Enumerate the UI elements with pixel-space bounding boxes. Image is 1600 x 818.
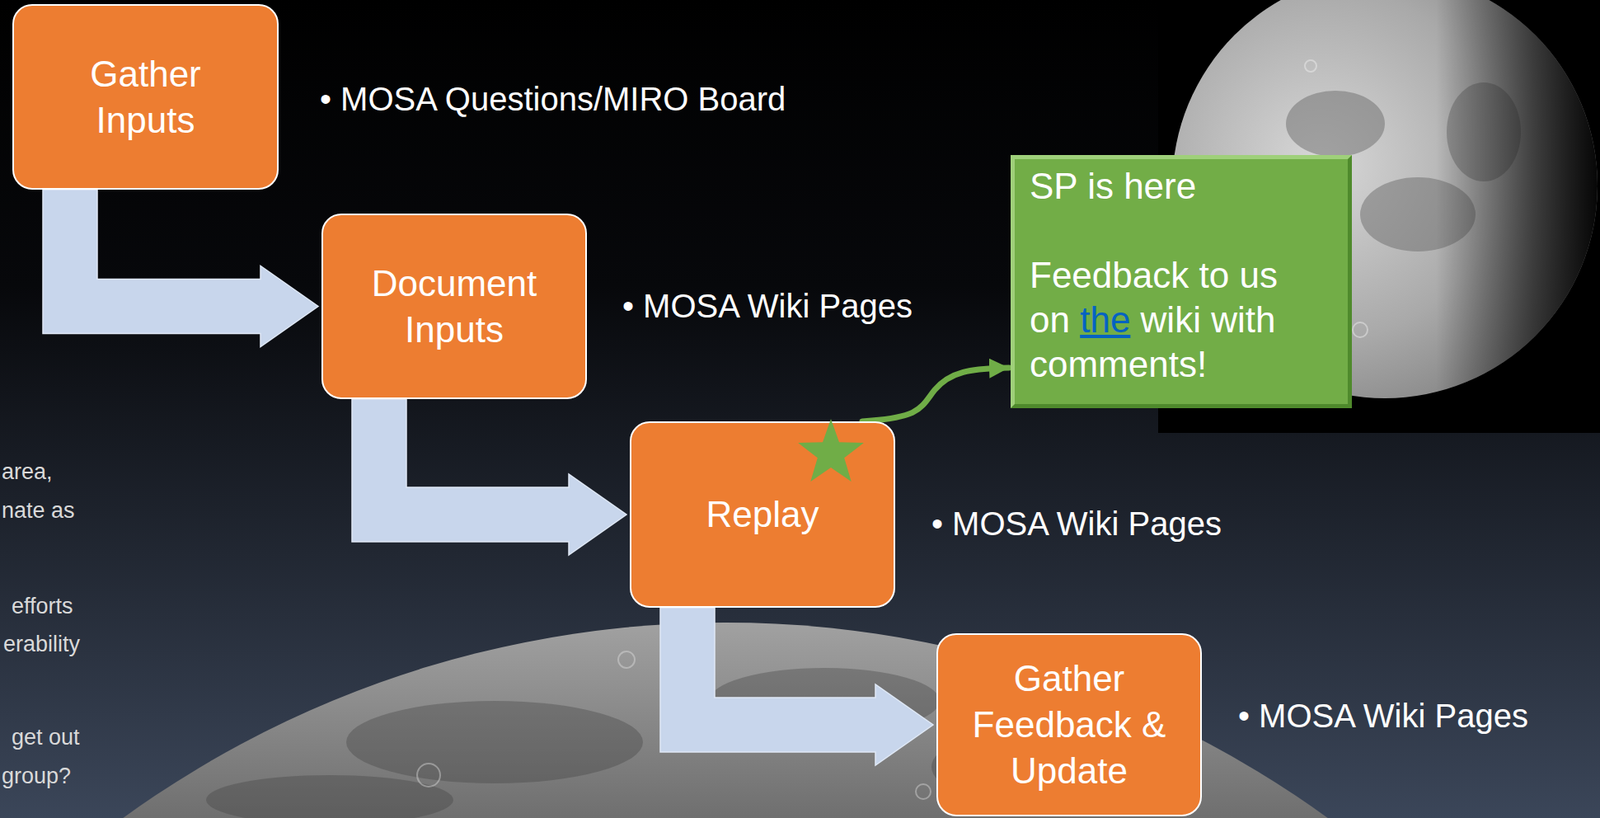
step-label: Gather Feedback & Update (966, 655, 1173, 794)
callout-word: comments! (1029, 343, 1207, 385)
cut-off-note-wrap: erability (3, 631, 80, 657)
crater (417, 763, 441, 787)
cut-off-note: area, (1, 459, 53, 485)
callout-box: SP is hereFeedback to us on the wiki wit… (1010, 154, 1352, 409)
callout-arrow (862, 367, 1009, 422)
tool-note-wrap: • MOSA Wiki Pages (931, 505, 1222, 543)
cut-off-note: nate as (1, 497, 76, 524)
tool-note-wrap: • MOSA Questions/MIRO Board (319, 80, 786, 118)
step-label: Document Inputs (351, 260, 558, 353)
flow-arrow (42, 189, 319, 348)
process-step-box: Gather Feedback & Update (936, 633, 1202, 817)
cut-off-note-wrap: area, (1, 459, 53, 485)
mare (206, 774, 454, 818)
tool-note: • MOSA Wiki Pages (622, 287, 913, 325)
callout-word: with (1210, 299, 1276, 340)
cut-off-note: erability (3, 631, 80, 657)
cut-off-note-wrap: nate as (1, 497, 76, 524)
connector-group (42, 189, 1009, 765)
process-step-box: Gather Inputs (12, 4, 279, 190)
callout-word: Feedback (1029, 254, 1189, 296)
process-step-box: Replay (629, 421, 896, 608)
process-step-box: Document Inputs (321, 213, 587, 399)
callout-word: to (1198, 254, 1230, 296)
flow-arrow (660, 607, 934, 765)
flow-arrow (351, 398, 627, 555)
cut-off-note-wrap: group? (1, 763, 71, 789)
crater (618, 651, 635, 668)
cut-off-note: group? (1, 763, 71, 789)
tool-note: • MOSA Questions/MIRO Board (319, 80, 786, 118)
callout-text: SP is here (1029, 164, 1310, 209)
cut-off-note-wrap: get out (11, 724, 80, 751)
tool-note-wrap: • MOSA Wiki Pages (1238, 697, 1529, 735)
callout-word: wiki (1140, 299, 1202, 340)
cut-off-note: efforts (11, 593, 74, 620)
cut-off-note-wrap: efforts (11, 593, 74, 620)
wiki-link: the (1079, 299, 1131, 340)
callout-word: on (1029, 299, 1070, 340)
tool-note: • MOSA Wiki Pages (1238, 697, 1529, 735)
step-label: Gather Inputs (42, 51, 249, 144)
tool-note: • MOSA Wiki Pages (931, 505, 1222, 543)
mare (346, 700, 643, 784)
crater (915, 783, 931, 799)
cut-off-note: get out (11, 724, 80, 751)
tool-note-wrap: • MOSA Wiki Pages (622, 287, 913, 325)
callout-text: Feedback to us on the wiki with comments… (1029, 253, 1310, 387)
callout-word: us (1238, 254, 1277, 296)
step-label: Replay (706, 491, 820, 538)
